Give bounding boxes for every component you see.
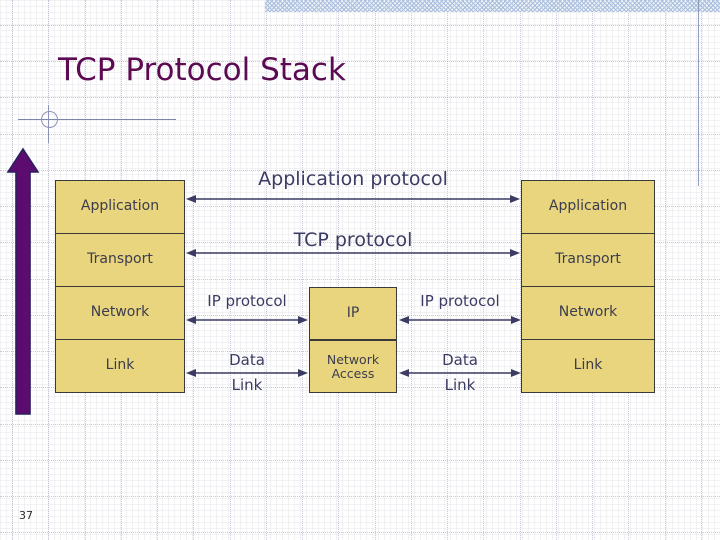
grid-hline <box>0 460 720 461</box>
arrow-ip-protocol-left <box>186 314 308 326</box>
right-layer-link[interactable]: Link <box>521 339 655 393</box>
page-number: 37 <box>19 509 33 522</box>
left-layer-transport[interactable]: Transport <box>55 233 185 287</box>
box-label-line1: Network <box>326 351 380 367</box>
right-layer-transport[interactable]: Transport <box>521 233 655 287</box>
label-ip-protocol-left: IP protocol <box>207 292 287 310</box>
box-label: Application <box>548 198 628 215</box>
top-decorative-band <box>265 0 720 12</box>
router-layer-ip[interactable]: IP <box>309 287 397 340</box>
arrow-application-protocol <box>186 193 520 205</box>
label-data-link-right: Data Link <box>399 352 521 394</box>
box-label: Network <box>558 304 618 321</box>
box-label: Network <box>90 304 150 321</box>
title-underline <box>18 119 176 120</box>
grid-vline <box>48 0 49 540</box>
up-arrow-icon <box>6 146 40 418</box>
arrow-tcp-protocol <box>186 247 520 259</box>
grid-hline <box>0 424 720 425</box>
grid-vline <box>447 0 448 540</box>
arrow-ip-protocol-right <box>399 314 521 326</box>
page-title: TCP Protocol Stack <box>58 52 346 88</box>
label-ip-protocol-right: IP protocol <box>420 292 500 310</box>
left-layer-application[interactable]: Application <box>55 180 185 234</box>
grid-hline <box>0 25 720 26</box>
label-line2: Link <box>444 375 476 394</box>
grid-hline <box>0 134 720 135</box>
grid-hline <box>0 532 720 533</box>
box-label: Transport <box>87 251 153 268</box>
box-label: Transport <box>555 251 621 268</box>
grid-vline <box>701 0 702 540</box>
grid-vline <box>375 0 376 540</box>
box-label-line2: Access <box>331 365 375 381</box>
right-layer-network[interactable]: Network <box>521 286 655 340</box>
arrow-data-link-right <box>399 367 521 379</box>
grid-hline <box>0 97 720 98</box>
label-line1: Data <box>442 351 478 369</box>
label-data-link-left: Data Link <box>186 352 308 394</box>
label-tcp-protocol: TCP protocol <box>293 229 413 251</box>
grid-vline <box>483 0 484 540</box>
box-label: Link <box>105 357 135 374</box>
grid-vline <box>411 0 412 540</box>
label-line2: Link <box>231 375 263 394</box>
box-label: Application <box>80 198 160 215</box>
grid-vline <box>665 0 666 540</box>
router-layer-network-access[interactable]: Network Access <box>309 340 397 393</box>
label-line1: Data <box>229 351 265 369</box>
box-label: IP <box>346 304 360 321</box>
grid-hline <box>0 496 720 497</box>
right-vertical-rule <box>698 0 699 186</box>
arrow-data-link-left <box>186 367 308 379</box>
right-layer-application[interactable]: Application <box>521 180 655 234</box>
left-layer-link[interactable]: Link <box>55 339 185 393</box>
box-label: Link <box>573 357 603 374</box>
label-application-protocol: Application protocol <box>258 168 448 190</box>
left-layer-network[interactable]: Network <box>55 286 185 340</box>
ring-icon <box>41 111 58 128</box>
